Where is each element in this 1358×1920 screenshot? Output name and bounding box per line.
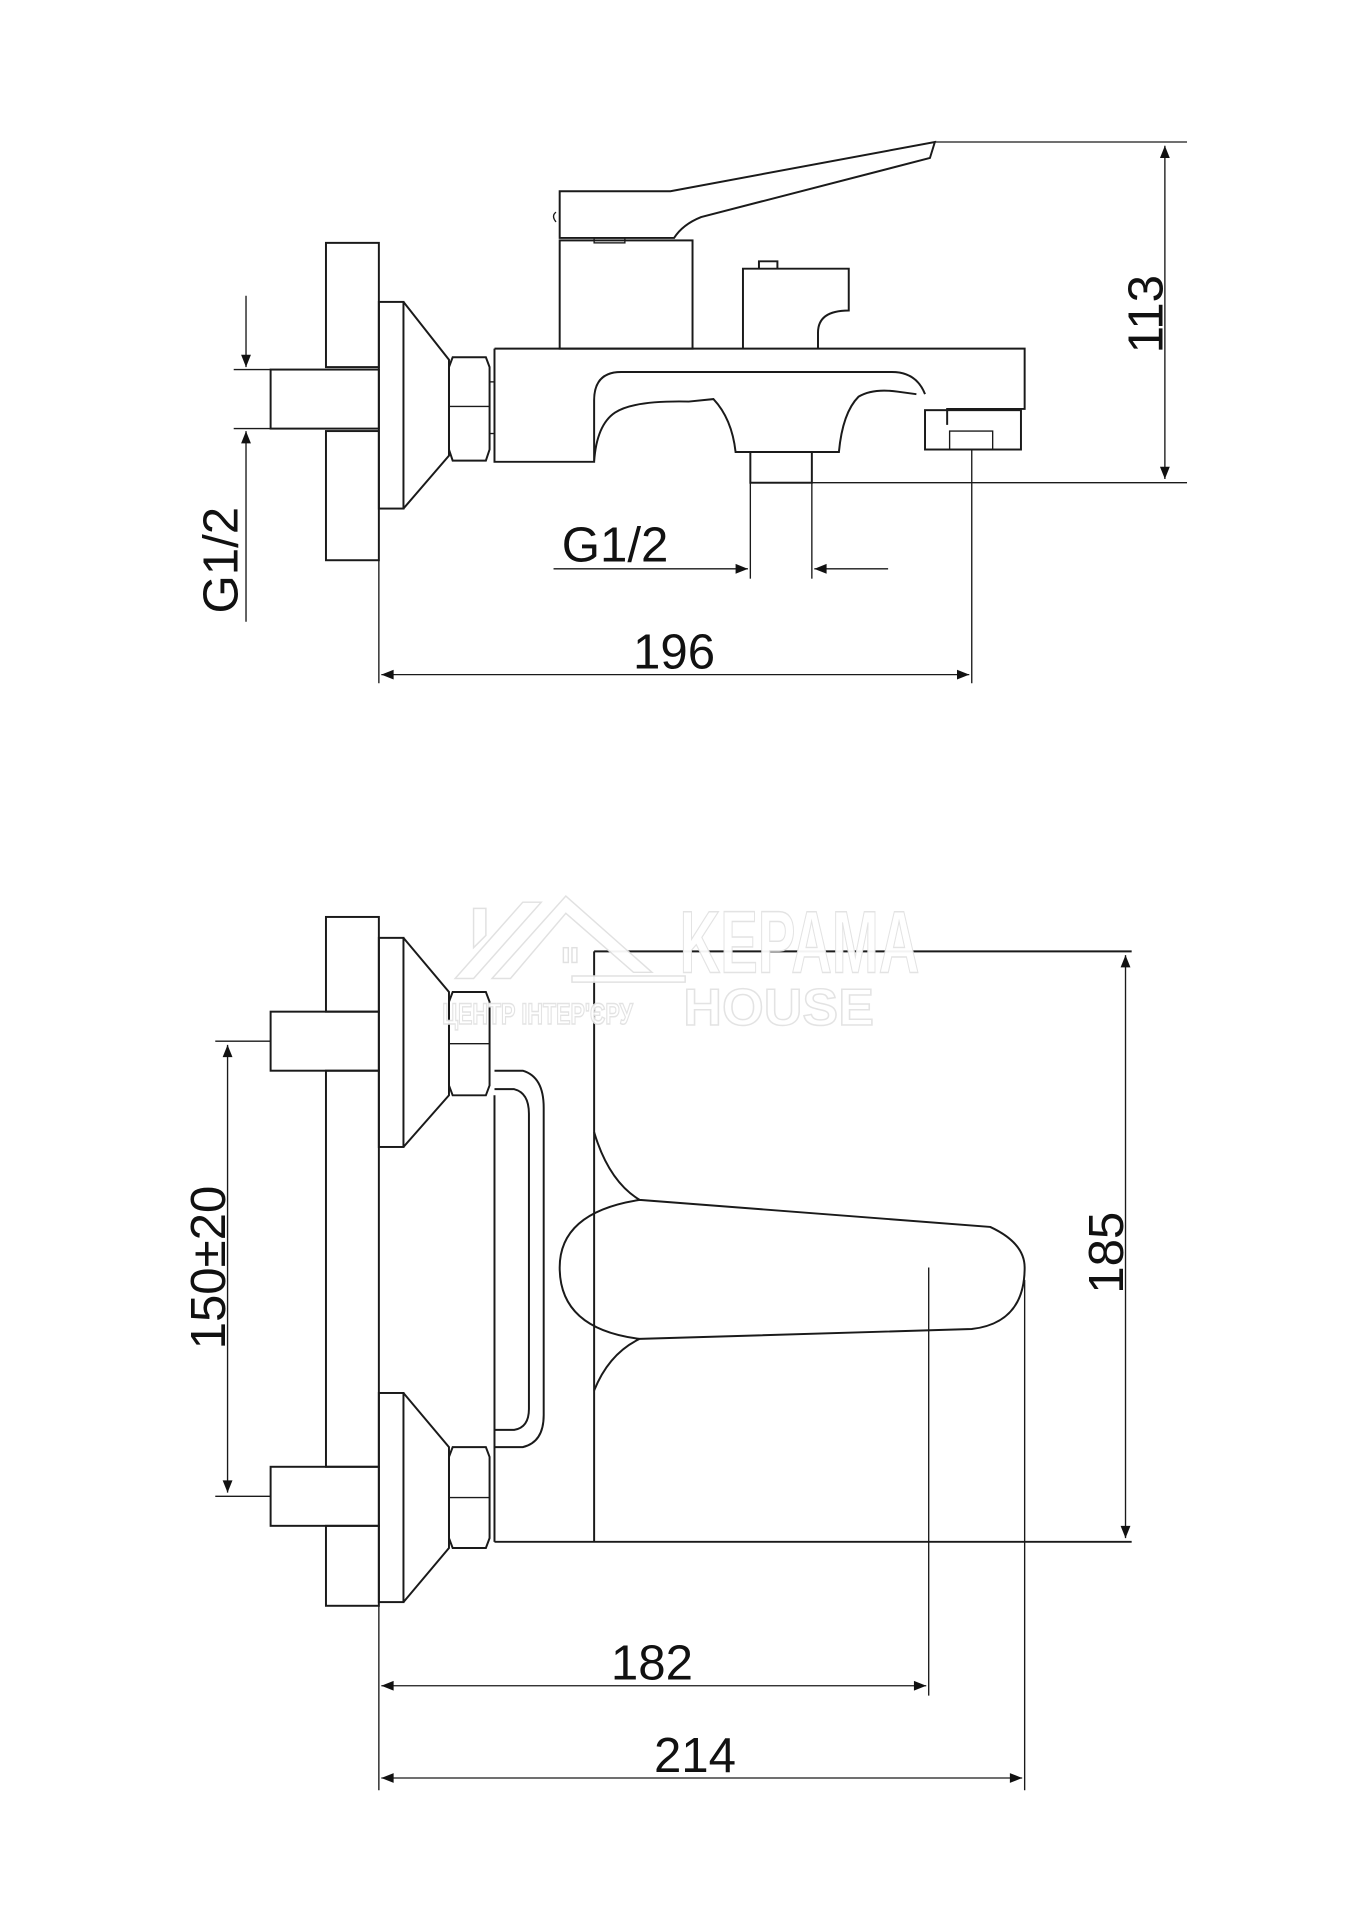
inlet-pipe-upper (269, 1010, 380, 1072)
dimension-outlet-g12: G1/2 (553, 482, 889, 579)
watermark-logo: KEPAMA HOUSE ЦЕНТР ІНТЕР'ЄРУ (441, 892, 920, 1037)
dim-label-196: 196 (633, 624, 715, 679)
dim-label-outlet-thread: G1/2 (562, 517, 669, 572)
cartridge-handle (552, 140, 937, 350)
watermark-brand: KEPAMA (680, 892, 920, 991)
mixer-body (493, 347, 1026, 463)
dim-label-150-20: 150±20 (181, 1186, 236, 1350)
dim-label-113: 113 (1118, 275, 1173, 353)
hex-nut-lower (447, 1446, 491, 1549)
outlet-thread (749, 450, 813, 484)
flange-lower (377, 1392, 450, 1604)
dimension-150-20: 150±20 (181, 1040, 271, 1497)
dim-label-inlet-thread: G1/2 (193, 507, 248, 614)
top-view: 185 150±20 182 214 (181, 915, 1134, 1791)
hex-nut (447, 356, 495, 462)
dimension-214: 214 (381, 1279, 1026, 1791)
house-roof-icon (453, 894, 686, 983)
wall-section (324, 915, 380, 1607)
dim-label-185: 185 (1079, 1212, 1134, 1294)
wall-section (324, 241, 380, 562)
lever-handle (558, 1131, 1026, 1391)
dimension-113: 113 (811, 141, 1188, 484)
watermark-sub: HOUSE (683, 978, 874, 1036)
diverter-knob (741, 260, 850, 349)
inlet-pipe-lower (269, 1465, 380, 1527)
connector-body (494, 1069, 545, 1449)
inlet-pipe (269, 368, 380, 430)
dimension-196: 196 (378, 449, 973, 684)
dimension-182: 182 (378, 1267, 930, 1791)
dimension-185: 185 (1079, 955, 1134, 1539)
flange (377, 300, 450, 510)
dim-label-182: 182 (611, 1636, 693, 1691)
mixer-body-outline (493, 950, 1132, 1543)
hex-nut-upper (447, 990, 491, 1097)
watermark-tagline: ЦЕНТР ІНТЕР'ЄРУ (442, 998, 633, 1031)
side-view: 113 G1/2 G1/2 196 (193, 140, 1188, 684)
aerator (924, 409, 1022, 451)
dimension-inlet-g12: G1/2 (193, 295, 271, 622)
dim-label-214: 214 (654, 1728, 736, 1783)
flange-upper (377, 936, 450, 1148)
